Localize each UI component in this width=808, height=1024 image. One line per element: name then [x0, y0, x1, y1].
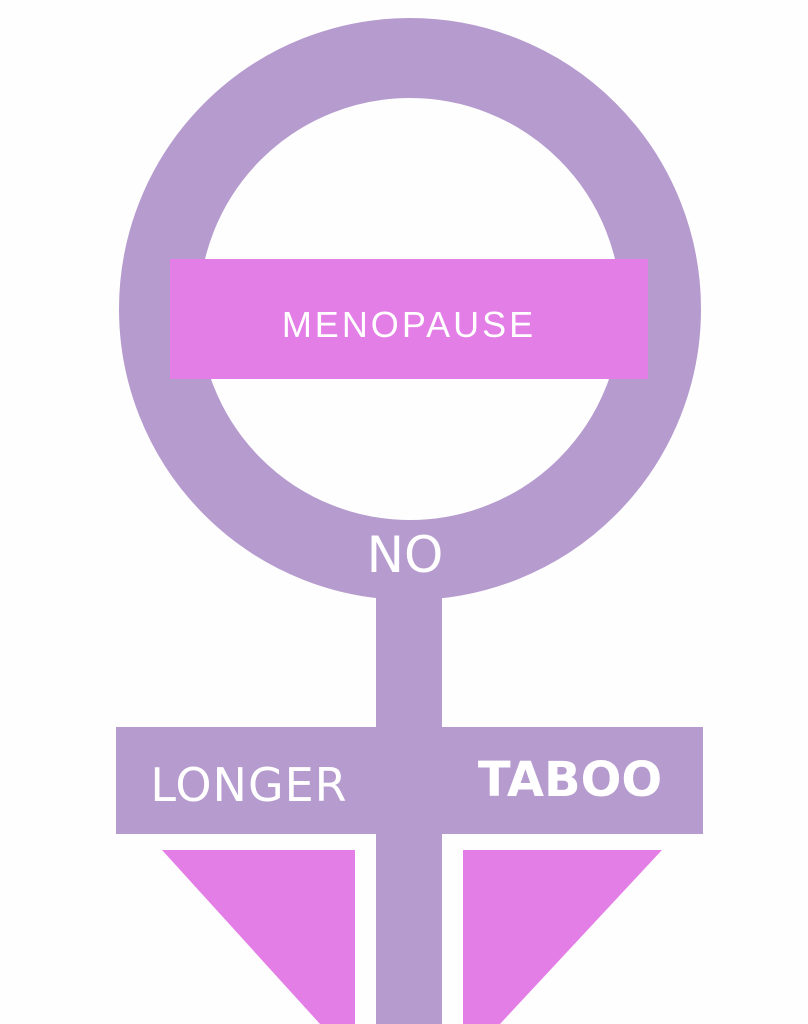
symbol-ring: [119, 18, 701, 600]
right-triangle: [463, 850, 662, 1024]
banner-title: Menopause: [281, 291, 537, 349]
symbol-crossbar: [116, 727, 703, 834]
banner-background: [170, 259, 648, 379]
word-taboo: TABOO: [477, 752, 663, 808]
word-longer: LONGER: [150, 758, 348, 812]
word-no: NO: [366, 526, 444, 584]
left-triangle: [162, 850, 355, 1024]
